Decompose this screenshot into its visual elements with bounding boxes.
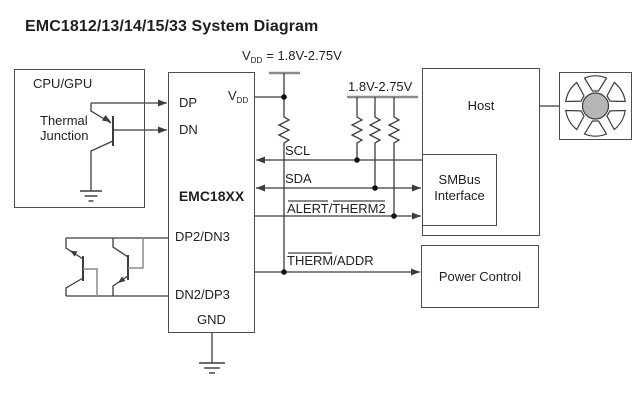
- pin-dn2dp3-label: DN2/DP3: [175, 287, 230, 302]
- host-label: Host: [467, 98, 495, 113]
- page-title: EMC1812/13/14/15/33 System Diagram: [25, 18, 319, 35]
- therm-addr-label: THERM/ADDR: [287, 252, 374, 268]
- fan-hub-icon: [581, 92, 610, 120]
- arrowheads: [70, 99, 421, 283]
- pullup-supply-label: 1.8V-2.75V: [348, 79, 413, 94]
- alert-therm2-label: ALERT/THERM2: [287, 200, 386, 216]
- scl-label: SCL: [285, 143, 311, 158]
- vdd-supply-label: VDD= 1.8V-2.75V: [242, 48, 342, 66]
- pin-gnd-label: GND: [197, 312, 226, 327]
- pin-vdd-label: VDD: [228, 88, 249, 106]
- resistor-icon: [277, 115, 291, 147]
- thermal-junction-label: Thermal Junction: [40, 113, 89, 143]
- pin-dn-label: DN: [179, 122, 198, 137]
- smbus-interface-block: [422, 154, 497, 226]
- thermal-junction-bjt-icon: [90, 102, 167, 191]
- pin-dp-label: DP: [179, 95, 198, 110]
- power-control-label: Power Control: [438, 269, 522, 284]
- smbus-interface-label: SMBus Interface: [434, 172, 485, 203]
- fan-block: [559, 72, 632, 140]
- cpu-ground-icon: [80, 190, 102, 202]
- emc18xx-label: EMC18XX: [178, 188, 245, 204]
- alert-pullup-resistor-icon: [387, 97, 401, 216]
- junction-dots: [281, 94, 397, 275]
- fan-icon: [565, 75, 626, 137]
- pin-dp2dn3-label: DP2/DN3: [175, 229, 230, 244]
- host-block: [422, 68, 540, 236]
- power-control-block: [421, 245, 539, 308]
- sda-label: SDA: [285, 171, 312, 186]
- cpu-gpu-block: [14, 69, 145, 208]
- emc18xx-block: [168, 72, 255, 333]
- cpu-gpu-label: CPU/GPU: [33, 76, 93, 91]
- external-diode-pair-icon: [65, 237, 168, 297]
- sda-pullup-resistor-icon: [368, 97, 382, 188]
- scl-pullup-resistor-icon: [350, 97, 364, 160]
- ground-icon: [199, 362, 225, 374]
